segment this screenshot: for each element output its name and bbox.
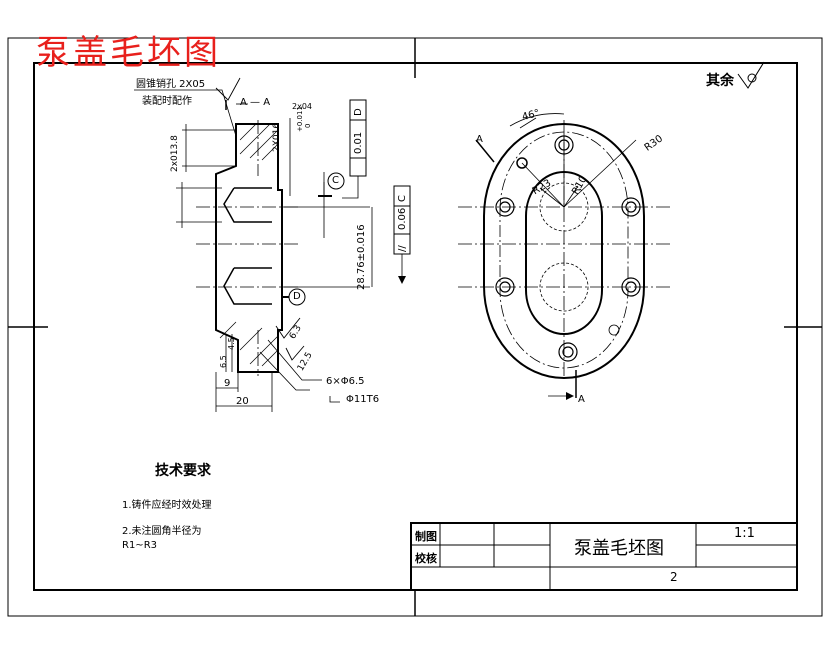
tol-datum-right: C — [397, 195, 408, 202]
tol-symbol-parallel: // — [397, 245, 408, 252]
dim-6-5: 6.5 — [219, 355, 228, 368]
dim-o11: Φ11T6 — [346, 394, 380, 405]
front-centerlines — [458, 120, 670, 376]
tol-value-top: 0.01 — [353, 131, 364, 154]
bolt-pitch-contour — [499, 131, 629, 369]
tech-req-item-2: 2.未注圆角半径为 — [122, 526, 202, 537]
blind-hole-upper — [223, 187, 272, 223]
dim-28-76: 28.76±0.016 — [356, 224, 367, 290]
dim-2x04: 2x04 — [292, 102, 313, 111]
tb-sheet: 2 — [670, 570, 678, 584]
inner-slot — [525, 171, 603, 335]
tol-value-right: 0.06 — [397, 207, 408, 230]
outer-contour — [483, 123, 645, 379]
tb-scale: 1:1 — [734, 526, 755, 541]
dim-tol-lower: 0 — [304, 123, 312, 128]
roughness-other-symbol — [737, 61, 765, 89]
tech-req-item-1: 1.铸件应经时效处理 — [122, 500, 212, 511]
tol-datum-top: D — [353, 108, 364, 116]
drawing-title-red: 泵盖毛坯图 — [36, 33, 221, 73]
hole-note-line2: 装配时配作 — [142, 96, 192, 107]
dowel-hole-top — [516, 157, 528, 169]
tb-drawn-label: 制图 — [415, 530, 437, 543]
section-hatching — [219, 123, 279, 367]
hole-note-line1: 圆锥销孔 2X05 — [136, 79, 206, 90]
other-roughness-note: 其余 — [706, 73, 734, 89]
dim-4-5: 4.5 — [227, 337, 236, 350]
tech-req-item-3: R1~R3 — [122, 540, 157, 551]
dim-20: 20 — [236, 396, 249, 407]
dim-tol-upper: +0.011 — [296, 106, 304, 132]
front-view — [458, 113, 670, 400]
centering-marks — [8, 38, 822, 616]
section-centerlines — [196, 120, 300, 376]
blind-hole-lower — [223, 267, 272, 305]
section-label-a-a: A — A — [240, 97, 271, 108]
dim-2x013: 2x013.8 — [170, 135, 180, 172]
section-view — [134, 77, 411, 412]
datum-c-label: C — [332, 175, 339, 186]
tb-checked-label: 校核 — [415, 552, 437, 565]
dowel-hole-bottom — [608, 324, 620, 336]
datum-c-circle — [327, 172, 345, 190]
section-a-bottom: A — [578, 394, 585, 405]
datum-d-label: D — [293, 291, 301, 302]
dim-9: 9 — [224, 378, 231, 389]
tech-req-heading: 技术要求 — [155, 463, 211, 479]
section-a-left: A — [476, 134, 483, 145]
roughness-circle — [747, 73, 757, 83]
dim-6x-hole: 6×Φ6.5 — [326, 376, 365, 387]
tb-part-name: 泵盖毛坯图 — [574, 538, 664, 559]
title-block — [410, 522, 798, 591]
section-outline — [215, 123, 283, 373]
dim-2x016: 2X016 — [272, 122, 282, 152]
